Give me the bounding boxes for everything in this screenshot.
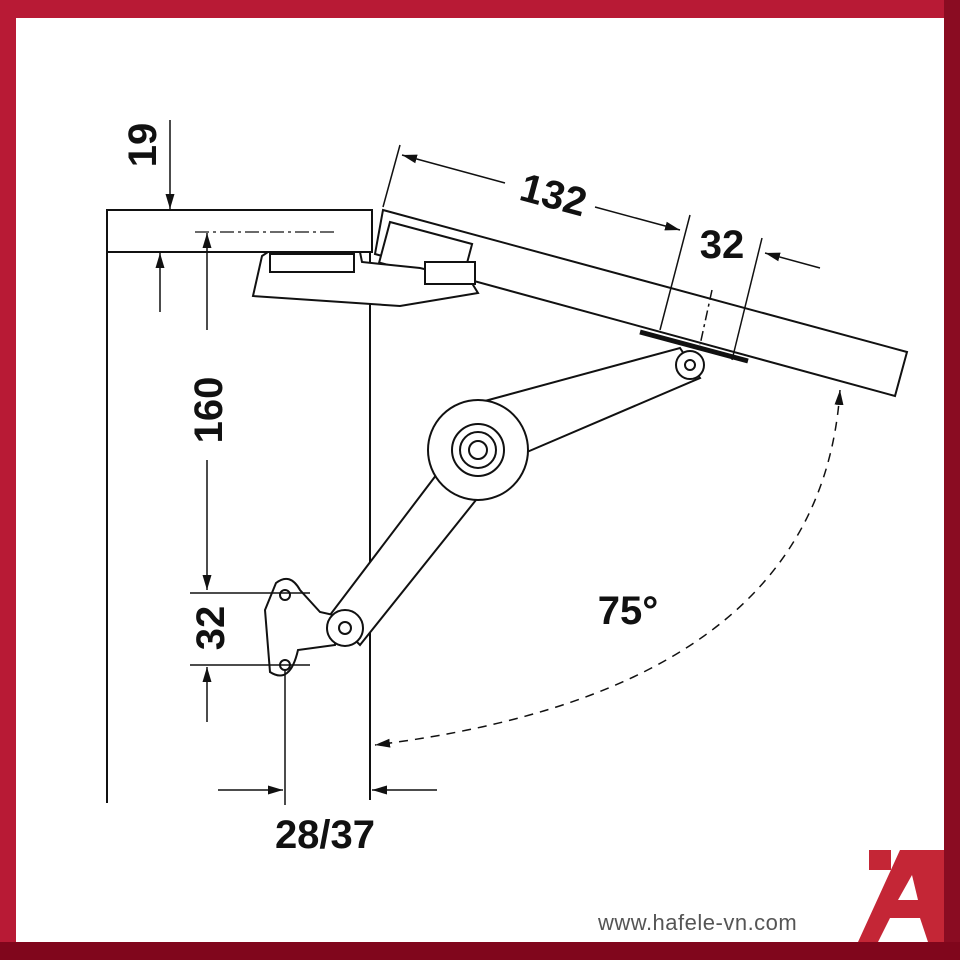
hafele-logo <box>858 850 944 942</box>
dim-height: 160 <box>187 377 231 444</box>
dim-bracket-spacing: 32 <box>189 606 233 651</box>
dim-panel-thickness: 19 <box>121 123 165 168</box>
lid-mount-plate <box>251 251 480 308</box>
dim-side-offset: 28/37 <box>275 813 375 857</box>
dimension-lines <box>155 120 844 805</box>
dim-opening-angle: 75° <box>598 589 659 633</box>
website-url: www.hafele-vn.com <box>598 910 798 935</box>
frame-border-bottom <box>0 942 960 960</box>
dim-lid-bracket-width: 32 <box>700 223 745 267</box>
frame-border-right <box>944 0 960 960</box>
cabinet <box>106 209 373 803</box>
